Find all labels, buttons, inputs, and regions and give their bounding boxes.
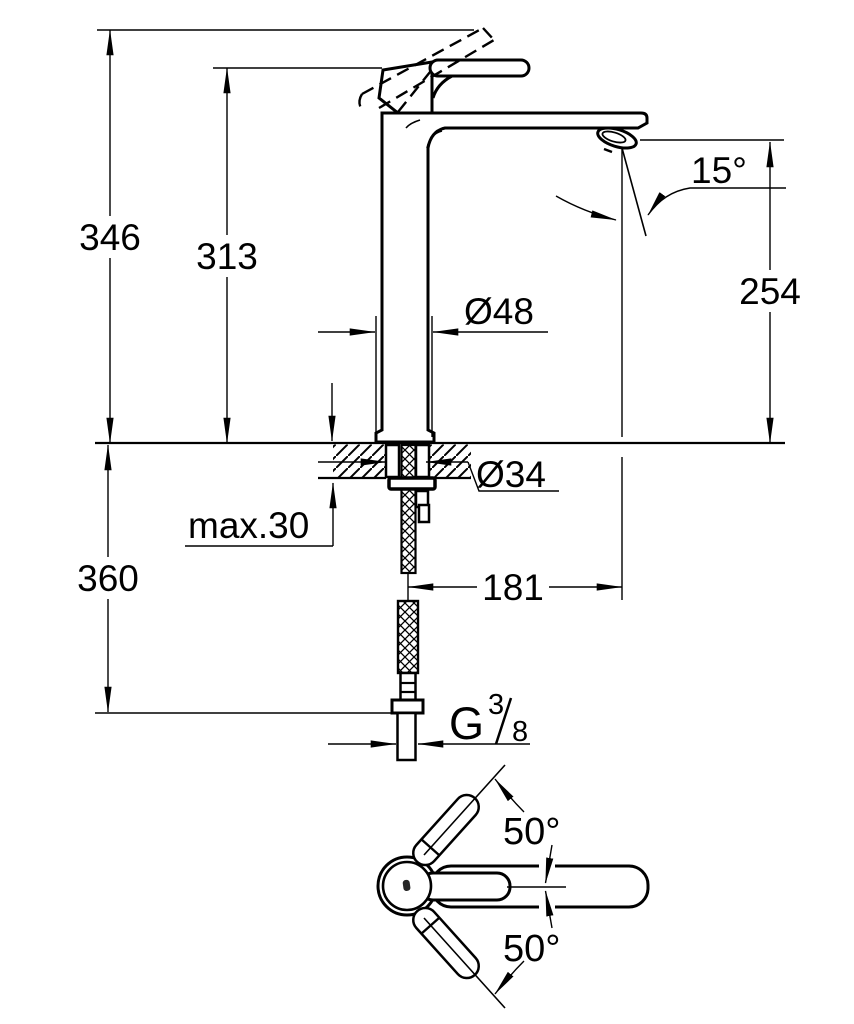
dim-total-height: 346	[76, 29, 474, 444]
dim-label-15deg: 15°	[691, 150, 747, 191]
handle-raised-dashed	[358, 26, 495, 113]
center-mark	[402, 879, 411, 891]
mounting-sleeve-left	[384, 443, 401, 479]
dim-spout-reach: 181	[407, 566, 623, 608]
dim-label-313: 313	[196, 236, 258, 277]
handle-lever	[428, 58, 531, 78]
dimensions: 346 313 254 15°	[74, 29, 804, 749]
mounting-washer	[387, 476, 437, 491]
handle-pivot-block	[377, 60, 434, 115]
top-view: 50° 50°	[376, 764, 650, 1009]
dim-swivel-up: 50°	[494, 778, 560, 884]
dim-label-50-up: 50°	[503, 811, 560, 853]
dim-label-360: 360	[77, 558, 139, 599]
mounting-screw	[417, 503, 431, 524]
counter-hatch-right	[425, 444, 471, 478]
thread-fraction-slash	[494, 697, 513, 745]
mounting-sleeve-right	[414, 443, 431, 479]
connection-nut	[390, 698, 425, 715]
aerator	[596, 126, 638, 150]
handle-up-joint-line	[420, 838, 440, 856]
braided-hose	[396, 599, 420, 675]
front-view	[95, 26, 785, 762]
thread-label-denominator: 8	[512, 716, 528, 748]
hose-ferrule	[399, 671, 417, 702]
handle-neck-curve	[431, 74, 453, 99]
connection-tube	[396, 711, 417, 762]
dim-swivel-down: 50°	[494, 890, 560, 995]
dim-hole-diameter: Ø34	[318, 454, 559, 495]
dim-outlet-height: 254	[640, 139, 804, 444]
aerator-inner-line	[601, 130, 627, 144]
threaded-stud	[400, 443, 417, 575]
dim-thread: G 3 8	[328, 689, 530, 749]
dim-label-254: 254	[739, 271, 801, 312]
dim-below-deck-length: 360	[74, 444, 396, 714]
faucet-body-outline	[374, 111, 649, 444]
dim-label-346: 346	[79, 217, 141, 258]
dim-label-50-down: 50°	[503, 928, 560, 970]
handle-position-center	[418, 871, 512, 902]
dim-outlet-angle: 15°	[555, 147, 786, 600]
dim-body-diameter: Ø48	[318, 291, 548, 437]
counter-hatch-left	[333, 444, 385, 478]
body-top-fillet-line	[405, 119, 421, 129]
handle-down-joint-line	[420, 917, 440, 935]
aerator-tick	[603, 147, 613, 154]
thread-label-numerator: 3	[488, 689, 504, 721]
dim-label-max30: max.30	[188, 505, 309, 546]
dim-label-d48: Ø48	[464, 291, 534, 332]
dim-max-deck-thickness: max.30	[185, 383, 337, 547]
dim-height-to-spout: 313	[193, 67, 382, 444]
spout-fillet-line	[426, 130, 443, 149]
swivel-axis-down-line	[423, 917, 506, 1009]
swivel-axis-up-line	[423, 764, 506, 856]
dim-label-181: 181	[482, 567, 544, 608]
thread-label-g: G	[449, 698, 484, 749]
dim-label-d34: Ø34	[476, 454, 546, 495]
